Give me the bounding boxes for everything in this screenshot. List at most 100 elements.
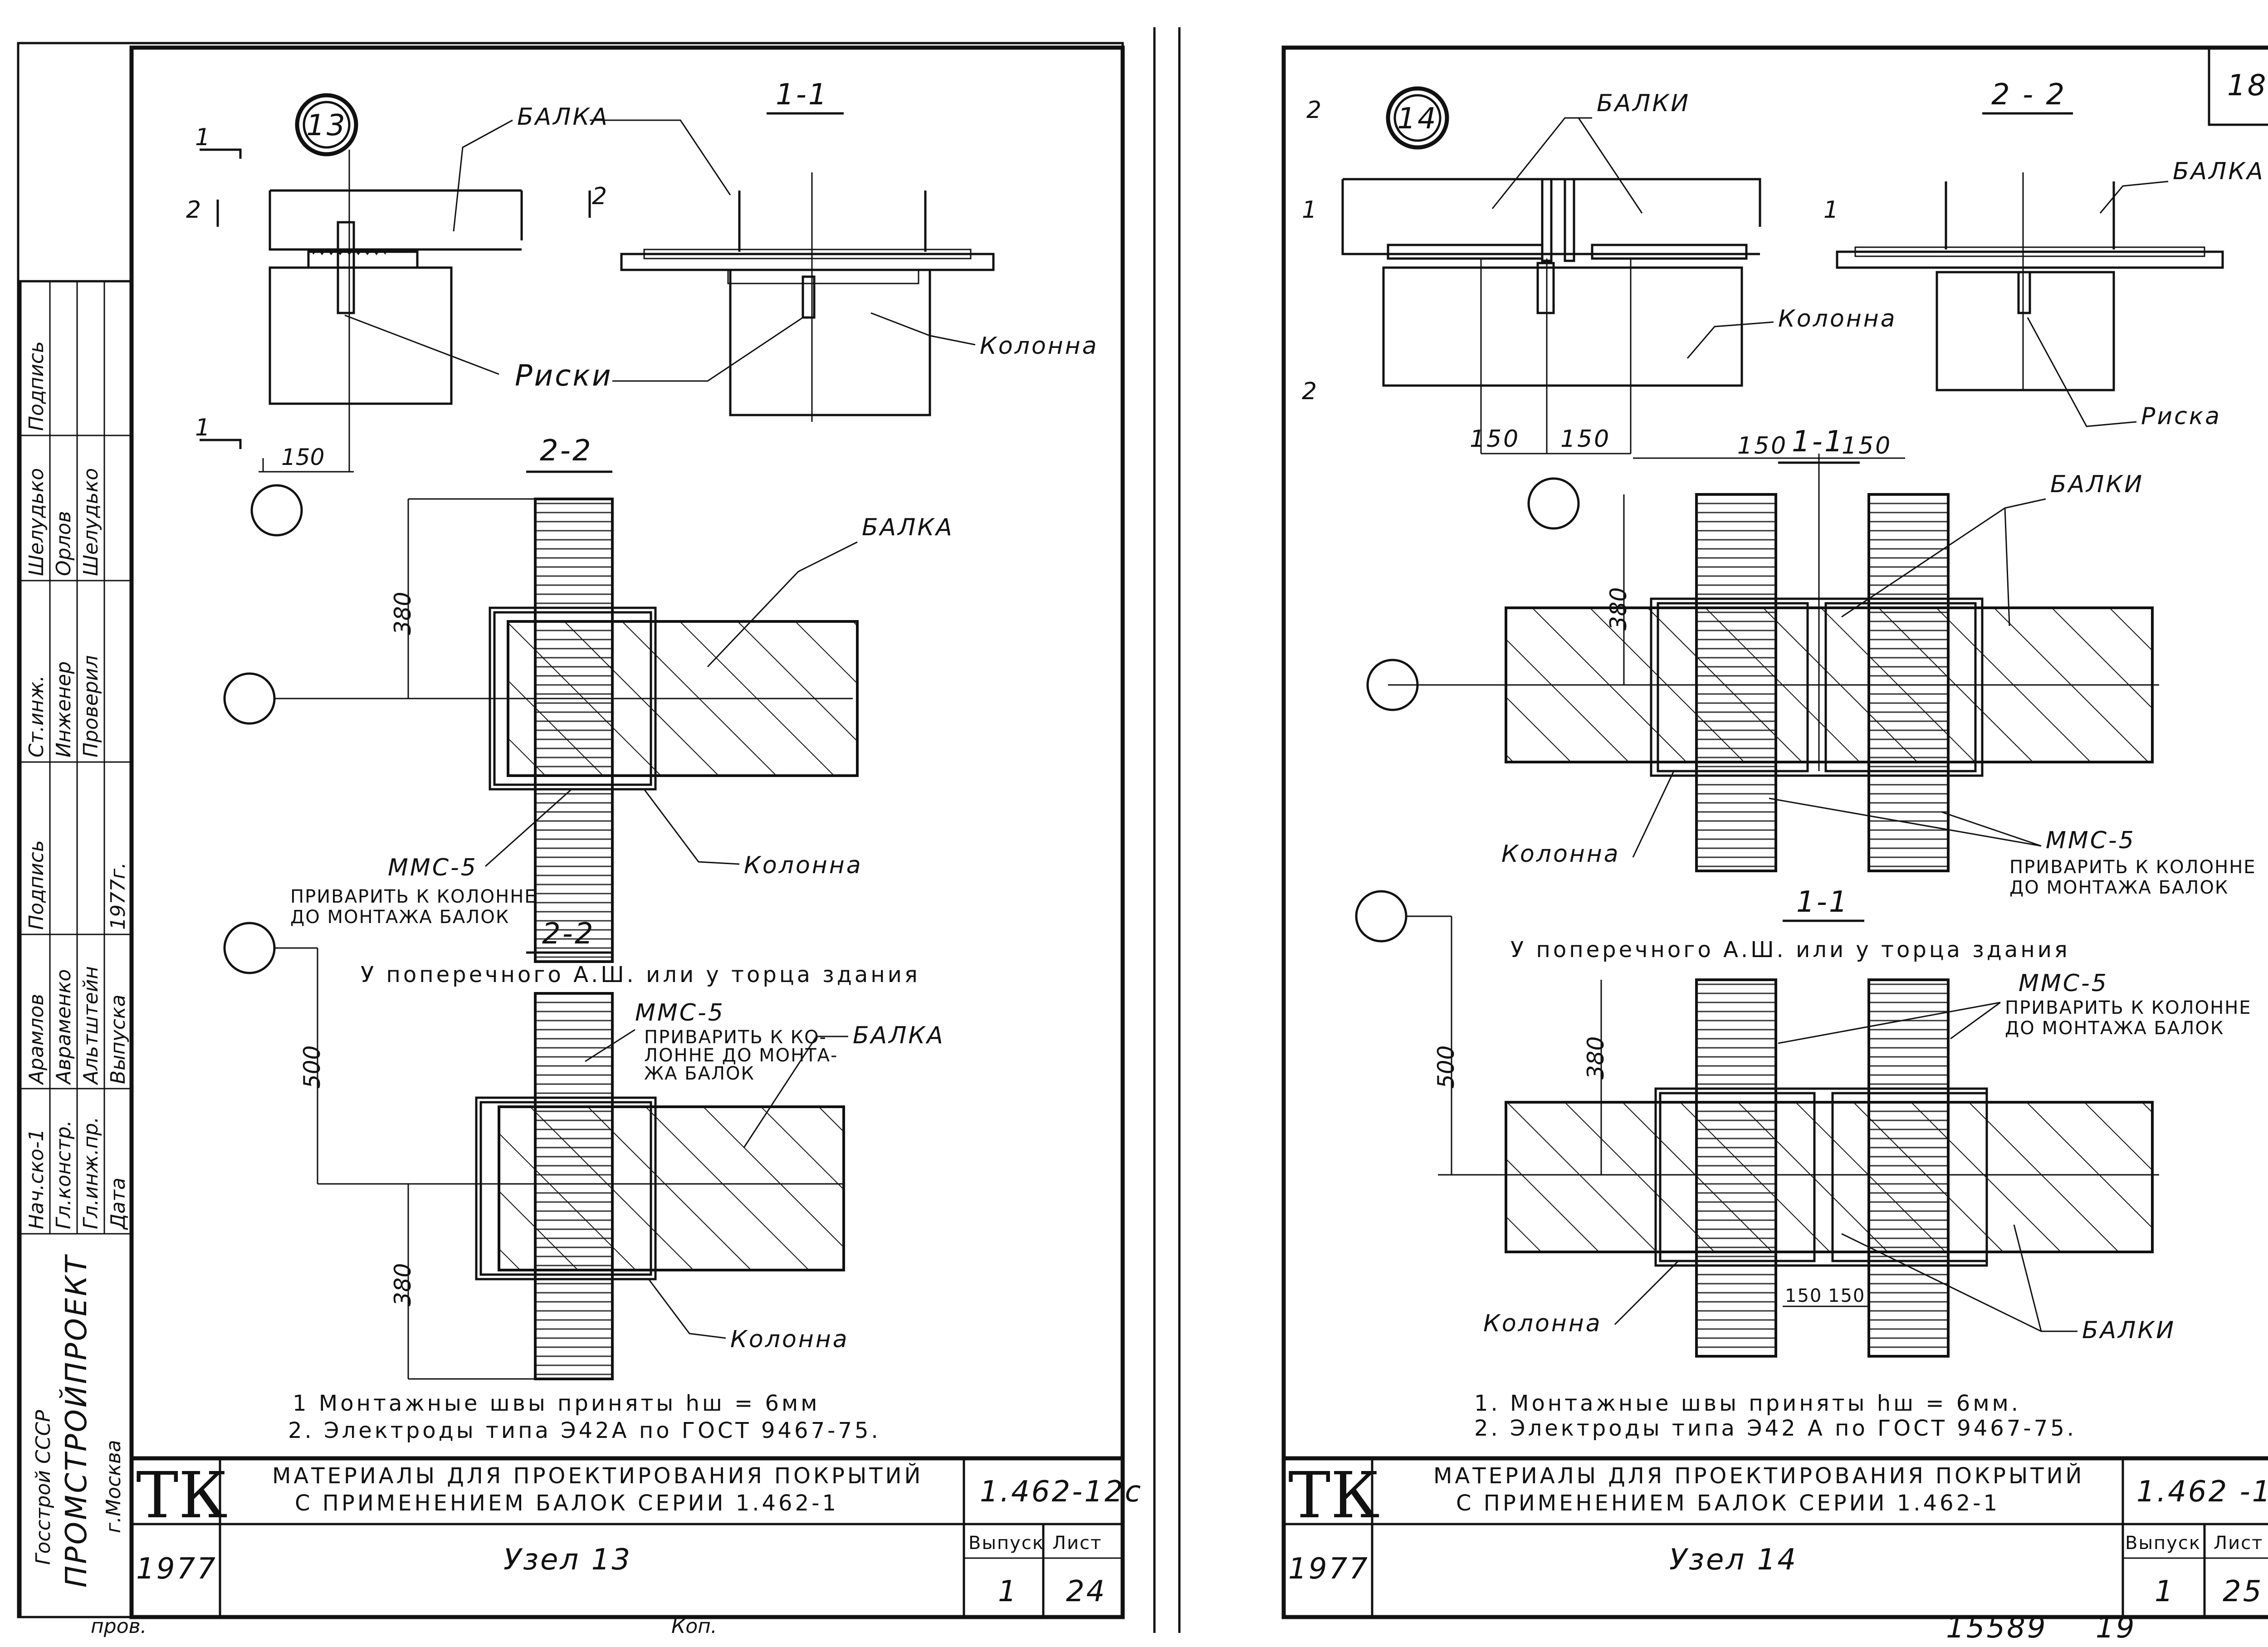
section-marker-1b: 1 [195,414,212,441]
sheet-h-right: Лист [2214,1533,2263,1554]
label-column-14b: Колонна [1501,841,1620,868]
node13-elevation [262,150,523,472]
r-dim-500: 500 [1433,1046,1459,1089]
r-section-11-title: 1-1 [1792,425,1845,459]
issue-right: 1 [2155,1575,2175,1608]
footer-prov: пров. [91,1615,147,1638]
marker-circle-a [250,484,303,537]
label-beam-13c: БАЛКА [853,1022,945,1049]
stamp-r7b: Шелудько [79,468,103,576]
stamp-r2b: Авраменко [52,969,75,1085]
stamp-r6a: Инженер [52,661,75,758]
dim-150c: 150 [1737,432,1788,459]
node-title-right: Узел 14 [1669,1543,1798,1577]
node-13-label: 13 [306,109,347,142]
dim-500: 500 [299,1046,325,1089]
r-dim-380: 380 [1605,587,1632,630]
stamp-r4b: Выпуска [107,995,130,1084]
stamp-year: 1977г. [107,862,130,930]
end-note-14: У поперечного А.Ш. или у торца здания [1510,937,2070,963]
stamp-org1: Госстрой СССР [32,1410,55,1565]
note-14-2: 2. Электроды типа Э42 А по ГОСТ 9467-75. [1474,1416,2077,1441]
footer-kop: Коп. [671,1615,717,1638]
label-beam-13: БАЛКА [517,103,609,131]
stamp-r7a: Проверил [79,655,103,758]
r-section-22-title: 2 - 2 [1991,78,2066,112]
r-section-marker-2b: 2 [1302,378,1319,405]
title-left-2: С ПРИМЕНЕНИЕМ БАЛОК СЕРИИ 1.462-1 [295,1491,839,1516]
note-13-1: 1 Монтажные швы приняты hш = 6мм [293,1391,820,1416]
label-column-14c: Колонна [1483,1310,1602,1337]
dim-150a: 150 [1470,425,1520,453]
node-14-label: 14 [1397,102,1437,136]
issue-h-left: Выпуск [968,1533,1044,1554]
stamp-r4a: Дата [107,1178,130,1230]
label-weld-14b: ДО МОНТАЖА БАЛОК [2009,877,2229,898]
end-note-13: У поперечного А.Ш. или у торца здания [361,962,920,987]
sheet-left: 24 [1066,1575,1106,1608]
dim-150-left: 150 [281,444,324,470]
label-column-13c: Колонна [730,1326,849,1353]
left-stamp: Подпись Шелудько Ст.инж. Орлов Инженер Ш… [19,280,133,1618]
left-title-block [132,1456,1123,1617]
stamp-r6b: Орлов [52,511,75,576]
label-beams-14: БАЛКИ [1597,90,1690,117]
dim-380-a: 380 [390,592,416,635]
title-right-2: С ПРИМЕНЕНИЕМ БАЛОК СЕРИИ 1.462-1 [1456,1491,2000,1516]
note-14-1: 1. Монтажные швы приняты hш = 6мм. [1474,1391,2021,1416]
label-weld-13e: ЖА БАЛОК [644,1063,755,1084]
left-sheet: Подпись Шелудько Ст.инж. Орлов Инженер Ш… [17,42,1143,1638]
label-mmc-14: ММС-5 [2046,827,2136,854]
stamp-r3a: Гл.инж.пр. [79,1117,103,1229]
stamp-r1b: Арамлов [25,994,48,1085]
node-14-circle [1386,86,1449,150]
stamp-h-sign: Подпись [25,341,48,431]
label-column-13: Колонна [980,332,1099,360]
section-11-title: 1-1 [776,78,829,112]
label-mmc-13: ММС-5 [388,854,478,881]
r-plan-11b-drawing [1438,916,2159,1358]
tk-logo-right: ТК [1288,1459,1380,1533]
label-mark-14: Риска [2141,403,2221,430]
stamp-org2: ПРОМСТРОЙПРОЕКТ [59,1254,93,1588]
stamp-h-sign2: Подпись [25,840,48,930]
node14-elevation [1341,178,1761,455]
r-section-11b-title: 1-1 [1796,885,1849,919]
label-weld-14c: ПРИВАРИТЬ К КОЛОННЕ [2005,997,2252,1018]
r-marker-circle-c [1355,890,1408,943]
title-left-1: МАТЕРИАЛЫ ДЛЯ ПРОЕКТИРОВАНИЯ ПОКРЫТИЙ [272,1463,923,1489]
r-section-marker-2: 2 [1306,97,1323,124]
bottom-no: 15589 [1946,1611,2048,1645]
right-frame [1281,45,2268,1619]
stamp-r1a: Нач.ско-1 [25,1129,48,1229]
code-left: 1.462-12с [980,1475,1143,1509]
dim-150f: 150 [1828,1285,1865,1306]
right-sheet: 18 14 150 150 2 1 2 БАЛКИ Колонна 2 - 2 [1281,45,2268,1645]
section-marker-1: 1 [195,124,212,151]
label-beam-14: БАЛКА [2173,158,2265,185]
stamp-r2a: Гл.констр. [52,1120,75,1229]
label-column-14: Колонна [1778,305,1897,332]
dim-150e: 150 [1785,1285,1822,1306]
label-weld-14d: ДО МОНТАЖА БАЛОК [2005,1018,2224,1039]
code-right: 1.462 -12с [2136,1475,2268,1509]
right-title-block [1284,1456,2268,1617]
label-beam-13b: БАЛКА [862,514,954,541]
r-section-marker-1: 1 [1302,196,1319,224]
page-no-box [2208,46,2268,126]
section-22-title: 2-2 [540,434,593,468]
label-mmc-13b: ММС-5 [635,999,725,1026]
section-11-drawing [620,172,995,422]
r-marker-circle-a [1527,477,1580,530]
label-beams-14c: БАЛКИ [2082,1317,2175,1344]
marker-circle-c [223,922,276,974]
section-marker-2: 2 [186,196,203,224]
dim-150d: 150 [1842,432,1892,459]
issue-h-right: Выпуск [2125,1533,2201,1554]
issue-left: 1 [998,1575,1018,1608]
label-weld-13c: ПРИВАРИТЬ К КО- [644,1027,827,1048]
label-weld-14a: ПРИВАРИТЬ К КОЛОННЕ [2009,857,2256,878]
bottom-no2: 19 [2096,1611,2136,1645]
label-beams-14b: БАЛКИ [2050,471,2144,498]
label-weld-13a: ПРИВАРИТЬ К КОЛОННЕ [290,886,537,907]
